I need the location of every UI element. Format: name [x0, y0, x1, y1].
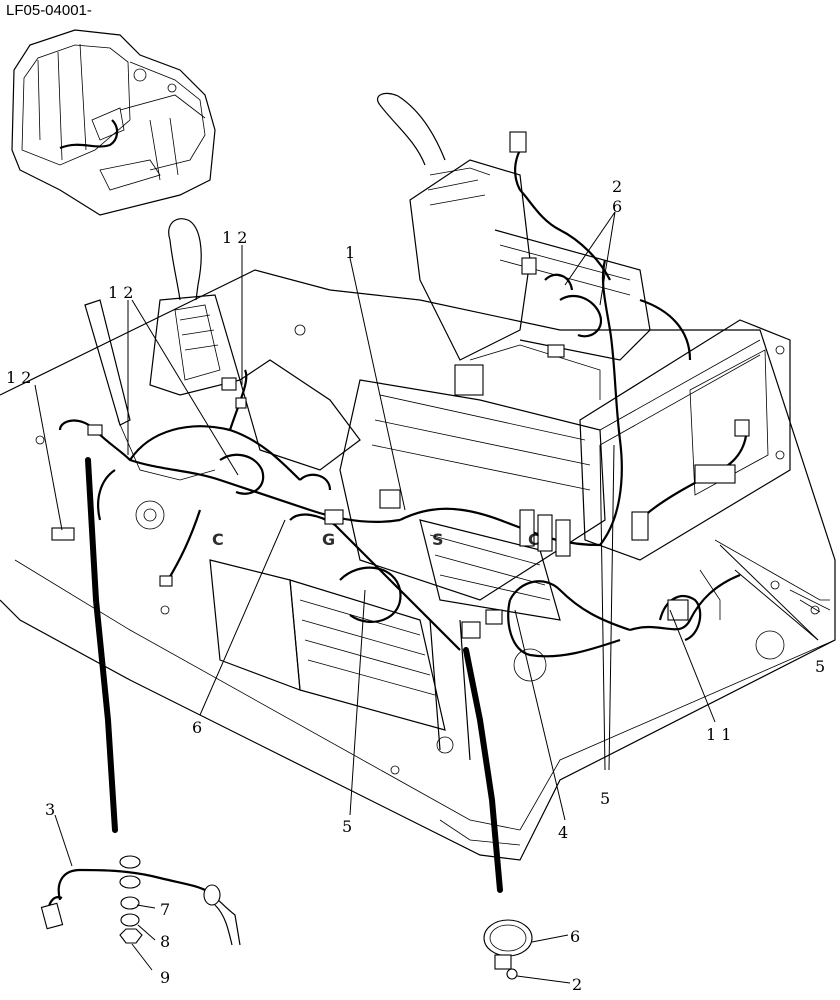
watermark-letter-s: S [432, 530, 444, 549]
callout-7: 7 [160, 900, 170, 919]
clamp-detail [483, 919, 571, 984]
drawing-code: LF05-04001- [6, 2, 92, 19]
callout-9: 9 [160, 968, 170, 987]
callout-1: 1 [345, 243, 355, 262]
callout-6-middle: 6 [192, 718, 202, 737]
callout-2-top: 2 [612, 177, 622, 196]
callout-6-bottom: 6 [570, 927, 580, 946]
callout-2-bottom: 2 [572, 975, 582, 994]
callout-12-left: 1 2 [6, 368, 31, 387]
callout-12-middle: 1 2 [108, 283, 133, 302]
watermark-letter-c1: C [212, 530, 224, 549]
leader-lines [34, 211, 819, 821]
watermark-letter-g: G [322, 530, 335, 549]
callout-5-right-center: 5 [600, 789, 610, 808]
callout-5-far-right: 5 [815, 657, 825, 676]
callout-12-upper: 1 2 [222, 228, 247, 247]
callout-8: 8 [160, 932, 170, 951]
callout-labels: 1 1 2 1 2 1 2 2 6 6 5 5 5 4 1 1 3 7 8 9 … [6, 177, 825, 994]
callout-4: 4 [558, 823, 568, 842]
cab-overview-inset [11, 29, 216, 216]
detail-pointer-bars [85, 457, 503, 893]
callout-5-center: 5 [342, 817, 352, 836]
callout-11: 1 1 [706, 725, 731, 744]
left-control-console [84, 218, 361, 481]
center-seat-base [209, 379, 606, 761]
watermark-letter-c2: C [528, 530, 540, 549]
cgsc-watermark: C G S C [212, 530, 540, 549]
callout-3: 3 [45, 800, 55, 819]
callout-6-top: 6 [612, 197, 622, 216]
ground-cable-detail [40, 814, 241, 971]
harness-connectors [51, 131, 750, 639]
floor-plate [0, 269, 836, 861]
controller-box [579, 319, 831, 620]
